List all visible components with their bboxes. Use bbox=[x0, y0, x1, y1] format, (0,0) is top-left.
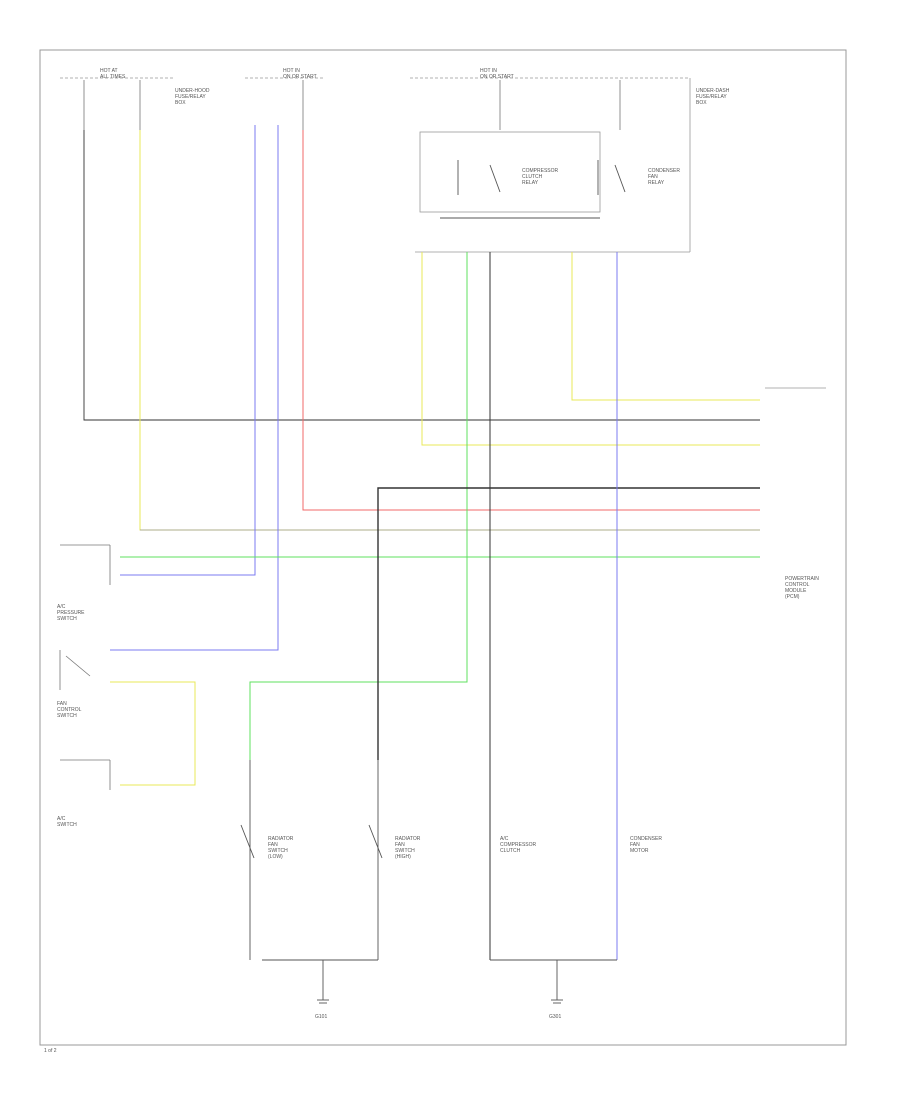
fuses bbox=[83, 80, 621, 130]
wire-green-2 bbox=[249, 252, 468, 760]
bottom-components bbox=[240, 760, 617, 1000]
diagram-border bbox=[39, 49, 847, 1046]
wire-blue-2 bbox=[110, 125, 279, 651]
wire-yellow-2 bbox=[421, 252, 760, 446]
wire-red bbox=[302, 130, 760, 511]
wire-yellow-1 bbox=[139, 130, 760, 531]
wire-blue-1 bbox=[120, 125, 256, 576]
wire-black-3 bbox=[377, 487, 760, 760]
fuse-box-left bbox=[60, 77, 691, 253]
wire-yellow-4 bbox=[110, 681, 196, 786]
left-components bbox=[59, 544, 111, 790]
wire-black-1 bbox=[83, 130, 760, 421]
wire-yellow-3 bbox=[571, 252, 760, 401]
label-ground-2: G301 bbox=[549, 1014, 561, 1020]
ground-symbols bbox=[317, 999, 563, 1004]
label-ground-1: G101 bbox=[315, 1014, 327, 1020]
page-number: 1 of 2 bbox=[44, 1048, 57, 1054]
relays bbox=[440, 160, 626, 219]
